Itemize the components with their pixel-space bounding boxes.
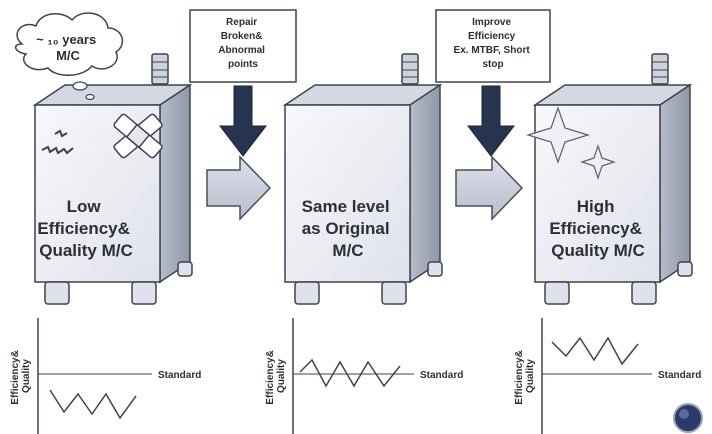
machine-label-line: High xyxy=(577,197,615,216)
machine-side xyxy=(659,83,691,284)
machine-label-line: Efficiency& xyxy=(549,219,642,238)
signal-tower xyxy=(151,53,169,104)
machine-feet xyxy=(44,261,193,305)
machine-label-line: Same level xyxy=(302,197,390,216)
action-line: Broken& xyxy=(221,31,263,42)
thought-line: M/C xyxy=(56,48,80,63)
machine-front xyxy=(284,104,411,283)
machine-feet xyxy=(294,261,443,305)
graph-y-label-line: Quality xyxy=(276,359,287,393)
action-line: points xyxy=(228,59,258,70)
graph-y-label: Efficiency& Quality xyxy=(514,347,536,404)
machine-side xyxy=(159,83,191,284)
graph-trend-line xyxy=(49,389,137,420)
machine-label-line: Efficiency& xyxy=(37,219,130,238)
thought-text: ~ ₁₀ years M/C xyxy=(36,32,100,63)
machine-original: Same level as Original M/C xyxy=(282,53,443,305)
machine-label: Low Efficiency& Quality M/C xyxy=(37,197,134,260)
down-arrow-icon xyxy=(466,85,516,157)
graph-y-label-line: Quality xyxy=(525,359,536,393)
machine-label-line: as Original xyxy=(302,219,390,238)
graph-y-label: Efficiency& Quality xyxy=(265,347,287,404)
action-box xyxy=(189,9,297,83)
machine-label-line: Quality M/C xyxy=(551,241,645,260)
graph-standard-label: Standard xyxy=(658,370,701,381)
graph-low: Standard Efficiency& Quality xyxy=(10,318,201,434)
action-line: Efficiency xyxy=(468,31,516,42)
graph-at: Standard Efficiency& Quality xyxy=(265,318,463,434)
graph-trend-line xyxy=(551,336,639,366)
graph-y-label-line: Quality xyxy=(21,359,32,393)
machine-high: High Efficiency& Quality M/C xyxy=(525,53,693,305)
action-line: Abnormal xyxy=(218,45,265,56)
sparkle-icon xyxy=(525,106,591,164)
thought-line: ~ ₁₀ years xyxy=(36,32,96,47)
sparkle-icon xyxy=(580,144,616,180)
thought-bubble: ~ ₁₀ years M/C xyxy=(14,12,124,101)
graph-y-label-line: Efficiency& xyxy=(10,350,21,404)
graph-y-label: Efficiency& Quality xyxy=(10,347,32,404)
machine-side xyxy=(409,83,441,284)
action-box xyxy=(435,9,551,83)
graph-standard-label: Standard xyxy=(158,370,201,381)
graph-y-label-line: Efficiency& xyxy=(514,350,525,404)
machine-label: High Efficiency& Quality M/C xyxy=(549,197,646,260)
action-line: Ex. MTBF, Short xyxy=(454,45,531,56)
machine-feet xyxy=(544,261,693,305)
corner-badge-icon xyxy=(673,403,703,433)
action-repair: Repair Broken& Abnormal points xyxy=(189,9,297,157)
machine-low: Low Efficiency& Quality M/C xyxy=(32,53,193,305)
action-line: stop xyxy=(482,59,503,70)
down-arrow-icon xyxy=(218,85,268,157)
machine-label-line: Quality M/C xyxy=(39,241,133,260)
action-text: Repair Broken& Abnormal points xyxy=(218,17,267,70)
machine-label-line: Low xyxy=(67,197,102,216)
action-line: Repair xyxy=(226,17,257,28)
graph-y-label-line: Efficiency& xyxy=(265,350,276,404)
graph-standard-label: Standard xyxy=(420,370,463,381)
action-line: Improve xyxy=(472,17,511,28)
right-arrow-icon xyxy=(206,155,272,221)
machine-label: Same level as Original M/C xyxy=(302,197,395,260)
action-improve: Improve Efficiency Ex. MTBF, Short stop xyxy=(435,9,551,157)
graph-high: Standard Efficiency& Quality xyxy=(514,318,701,434)
crack-icon xyxy=(41,129,74,155)
graph-trend-line xyxy=(299,358,401,388)
right-arrow-icon xyxy=(455,155,524,221)
action-text: Improve Efficiency Ex. MTBF, Short stop xyxy=(454,17,533,70)
machine-label-line: M/C xyxy=(332,241,363,260)
bandage-icon xyxy=(113,113,163,159)
